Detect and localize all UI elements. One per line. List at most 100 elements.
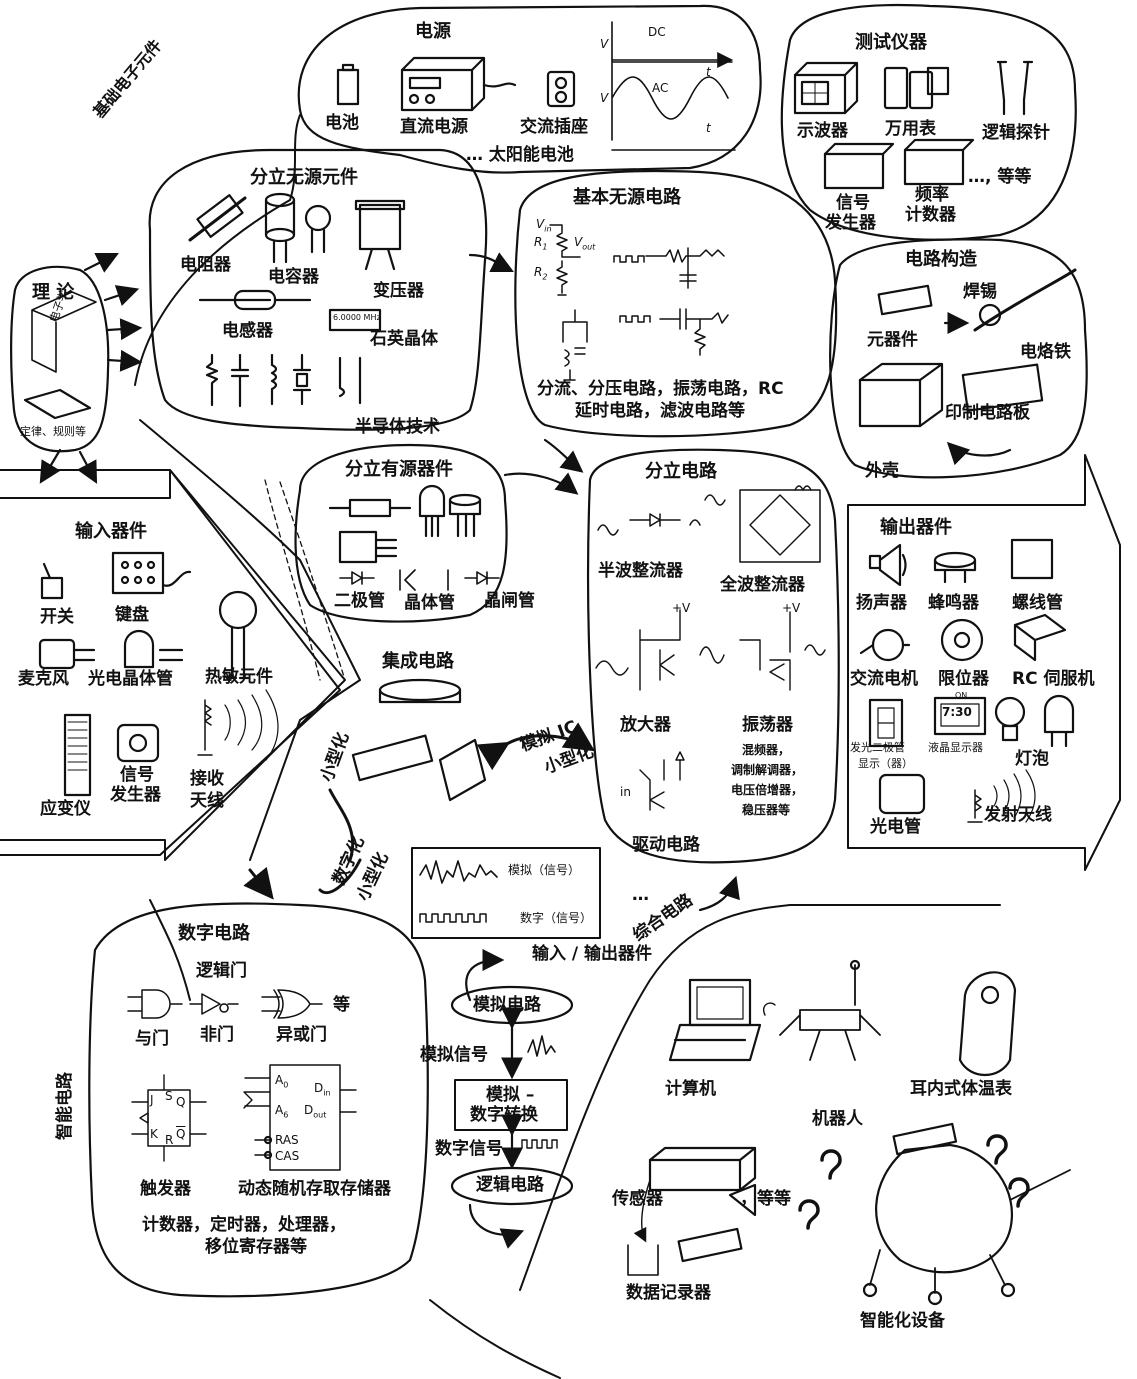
flipflop-label: 触发器 <box>140 1179 191 1199</box>
buzzer-label: 蜂鸣器 <box>928 593 979 613</box>
ff-s: S <box>165 1089 173 1103</box>
amplifier-label: 放大器 <box>620 715 671 735</box>
analog-signal-label: 模拟（信号） <box>508 863 581 877</box>
signal-gen-label-1: 信号 <box>836 193 870 213</box>
discrete-misc-3: 电压倍增器， <box>731 783 804 797</box>
components-label: 元器件 <box>867 330 918 350</box>
smart-circuits-label: 智能电路 <box>55 1072 75 1140</box>
gates-etc-label: 等 <box>333 995 350 1015</box>
half-wave-label: 半波整流器 <box>598 561 683 581</box>
solder-label: 焊锡 <box>963 282 997 302</box>
logic-probe-label: 逻辑探针 <box>982 123 1050 143</box>
driver-in-label: in <box>620 785 631 799</box>
freq-counter-label-1: 频率 <box>915 185 949 205</box>
bulb-label: 灯泡 <box>1015 749 1049 769</box>
ac-v-axis: V <box>600 91 609 105</box>
servo-label: RC 伺服机 <box>1012 669 1095 689</box>
dram-cas: CAS <box>275 1149 300 1163</box>
theory-title: 理 论 <box>32 282 75 303</box>
thermistor-label: 热敏元件 <box>205 667 273 687</box>
dc-v-axis: V <box>600 37 609 51</box>
theory-laws-label: 定律、规则等 <box>20 425 86 438</box>
multimeter-label: 万用表 <box>885 119 936 139</box>
dram-ras: RAS <box>275 1133 299 1147</box>
transformer-label: 变压器 <box>373 281 424 301</box>
limit-label: 限位器 <box>938 669 989 689</box>
digital-desc-1: 计数器，定时器，处理器， <box>142 1215 346 1235</box>
dram-dout: Dout <box>304 1103 327 1120</box>
digital-title: 数字电路 <box>178 923 250 944</box>
digital-cloud-outline <box>88 902 429 1298</box>
rx-antenna-label-2: 天线 <box>190 791 224 811</box>
capacitor-label: 电容器 <box>268 267 319 287</box>
logic-circuit-label: 逻辑电路 <box>476 1175 544 1195</box>
r1-label: R1 <box>534 235 548 252</box>
discrete-cloud-outline <box>587 448 840 864</box>
logic-gates-label: 逻辑门 <box>196 961 247 981</box>
enclosure-label: 外壳 <box>865 461 899 481</box>
dc-t-axis: t <box>706 65 711 79</box>
sensor-label: 传感器 <box>612 1189 663 1209</box>
adc-label-2: 数字转换 <box>470 1105 538 1125</box>
active-cloud-outline <box>294 443 508 623</box>
integrated-outline <box>519 904 1001 1291</box>
construction-title: 电路构造 <box>905 249 977 270</box>
microphone-label: 麦克风 <box>18 669 69 689</box>
inductor-label: 电感器 <box>222 321 273 341</box>
lcd-screen-text: 7:30 <box>942 705 972 719</box>
theory-blob-outline <box>10 265 110 453</box>
amp-plus-v: +V <box>672 601 691 615</box>
freq-counter-label-2: 计数器 <box>905 205 956 225</box>
passive-title: 分立无源元件 <box>250 167 358 188</box>
signal-box <box>411 847 601 939</box>
oscillator-label: 振荡器 <box>742 715 793 735</box>
ff-k: K <box>150 1127 158 1141</box>
soldering-iron-label: 电烙铁 <box>1020 342 1071 362</box>
ic-title: 集成电路 <box>382 651 454 672</box>
motor-label: 交流电机 <box>850 669 918 689</box>
basic-circuits-desc-1: 分流、分压电路，振荡电路，RC <box>537 379 784 399</box>
active-title: 分立有源器件 <box>345 459 453 480</box>
and-gate-label: 与门 <box>135 1029 169 1049</box>
digital-signal-label: 数字（信号） <box>520 911 593 925</box>
digital-signal-flow-label: 数字信号 <box>435 1139 503 1159</box>
signal-gen-label-2: 发生器 <box>825 213 876 233</box>
digital-desc-2: 移位寄存器等 <box>205 1237 307 1257</box>
tx-antenna-label: 发射天线 <box>984 805 1052 825</box>
crystal-marking: 6.0000 MHz <box>333 313 381 322</box>
ac-graph-label: AC <box>652 81 669 95</box>
r2-label: R2 <box>534 265 548 282</box>
diode-label: 二极管 <box>334 591 385 611</box>
vout-label: Vout <box>574 235 596 252</box>
output-box-outline <box>847 454 1121 871</box>
ac-outlet-label: 交流插座 <box>520 117 588 137</box>
not-gate-label: 非门 <box>200 1025 234 1045</box>
basic-circuits-cloud-outline <box>514 169 838 438</box>
construction-cloud-outline <box>829 238 1088 479</box>
main-flow-outline <box>0 114 361 1001</box>
speaker-label: 扬声器 <box>856 593 907 613</box>
output-title: 输出器件 <box>880 517 952 538</box>
ac-t-axis: t <box>706 121 711 135</box>
xor-gate-label: 异或门 <box>276 1025 327 1045</box>
dram-a6: A6 <box>275 1103 289 1120</box>
computer-label: 计算机 <box>665 1079 716 1099</box>
discrete-title: 分立电路 <box>645 461 717 482</box>
dram-label: 动态随机存取存储器 <box>238 1179 391 1199</box>
resistor-label: 电阻器 <box>180 255 231 275</box>
power-cloud-outline <box>297 4 762 174</box>
instruments-etc: …, 等等 <box>968 167 1032 187</box>
osc-plus-v: +V <box>782 601 801 615</box>
oscilloscope-label: 示波器 <box>797 121 848 141</box>
crystal-label: 石英晶体 <box>370 329 438 349</box>
basic-circuits-desc-2: 延时电路，滤波电路等 <box>575 401 745 421</box>
discrete-misc-2: 调制解调器， <box>731 763 804 777</box>
transistor-label: 晶体管 <box>404 593 455 613</box>
ff-r: R <box>165 1133 174 1147</box>
analog-signal-flow-label: 模拟信号 <box>420 1045 488 1065</box>
driver-label: 驱动电路 <box>632 835 700 855</box>
dram-din: Din <box>314 1081 331 1098</box>
ff-j: J <box>150 1093 154 1107</box>
